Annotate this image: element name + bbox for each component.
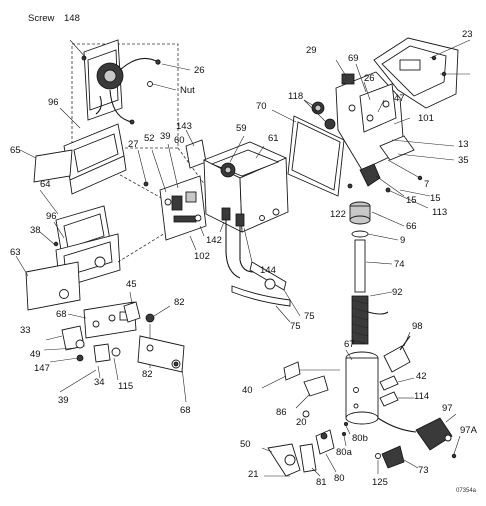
- label-96-mid: 96: [46, 211, 57, 222]
- front-panel: [15, 189, 171, 311]
- label-68-left: 68: [56, 309, 67, 320]
- switch-plate-left: [43, 291, 171, 393]
- relay-card: [185, 129, 207, 169]
- label-125: 125: [372, 477, 388, 488]
- label-33: 33: [20, 325, 31, 336]
- spray-nozzle: [377, 413, 461, 459]
- gasket: [271, 109, 345, 197]
- display-bezel: [19, 107, 127, 195]
- label-115: 115: [118, 381, 134, 392]
- label-63: 63: [10, 247, 21, 258]
- motor-inset: [69, 39, 206, 201]
- label-66: 66: [406, 221, 417, 232]
- label-35: 35: [458, 155, 469, 166]
- control-enclosure: [202, 135, 289, 233]
- label-screw: Screw: [28, 13, 55, 24]
- fittings-80: [315, 421, 351, 473]
- label-42: 42: [416, 371, 427, 382]
- label-52: 52: [144, 133, 155, 144]
- fittings-118: [303, 99, 336, 130]
- label-118: 118: [288, 91, 304, 102]
- label-23: 23: [462, 29, 473, 40]
- label-26-inset: 26: [194, 65, 205, 76]
- label-38: 38: [30, 225, 41, 236]
- label-144: 144: [260, 265, 276, 276]
- cord-grips-and-cables: [219, 207, 301, 323]
- label-60: 60: [174, 135, 185, 146]
- label-26-bracket: 26: [364, 73, 375, 84]
- label-142: 142: [206, 235, 222, 246]
- label-15-upper: 15: [406, 195, 417, 206]
- label-39-bottom: 39: [58, 395, 69, 406]
- trigger-lever: [261, 361, 340, 418]
- label-113: 113: [432, 207, 448, 218]
- label-65: 65: [10, 145, 21, 156]
- label-80: 80: [334, 473, 345, 484]
- label-96-top: 96: [48, 97, 59, 108]
- label-143: 143: [176, 121, 192, 132]
- label-45: 45: [126, 279, 137, 290]
- label-75-lower: 75: [290, 321, 301, 332]
- label-97: 97: [442, 403, 453, 414]
- label-50: 50: [240, 439, 251, 450]
- label-68-right: 68: [180, 405, 191, 416]
- label-81: 81: [316, 477, 327, 488]
- top-bracket: [373, 37, 471, 109]
- label-147: 147: [34, 363, 50, 374]
- label-98: 98: [412, 321, 423, 332]
- label-122: 122: [330, 209, 346, 220]
- label-70: 70: [256, 101, 267, 112]
- circuit-board: [137, 143, 207, 251]
- label-80b: 80b: [352, 433, 368, 444]
- label-101: 101: [418, 113, 434, 124]
- label-80a: 80a: [336, 447, 352, 458]
- label-82-upper: 82: [174, 297, 185, 308]
- label-27: 27: [128, 139, 139, 150]
- label-20: 20: [296, 417, 307, 428]
- label-69: 69: [348, 53, 359, 64]
- label-34: 34: [94, 377, 105, 388]
- label-75-upper: 75: [304, 311, 315, 322]
- label-9: 9: [400, 235, 406, 246]
- label-74: 74: [394, 259, 405, 270]
- label-64: 64: [40, 179, 51, 190]
- label-148: 148: [64, 13, 80, 24]
- label-15-lower: 15: [430, 193, 441, 204]
- label-40: 40: [242, 385, 253, 396]
- label-39: 39: [160, 131, 171, 142]
- label-102: 102: [194, 251, 210, 262]
- label-61: 61: [268, 133, 279, 144]
- figure-reference: 07354a: [456, 488, 477, 494]
- label-49: 49: [30, 349, 41, 360]
- side-fittings: [379, 375, 415, 407]
- label-73: 73: [418, 465, 429, 476]
- pump-column: [345, 201, 405, 425]
- label-7: 7: [424, 179, 430, 190]
- label-nut: Nut: [180, 85, 195, 96]
- label-59: 59: [236, 123, 247, 134]
- label-67: 67: [344, 339, 355, 350]
- spring-clip: [383, 331, 411, 373]
- switch-plate-right: [137, 335, 187, 403]
- tie-bolts: [379, 135, 455, 181]
- label-13: 13: [458, 139, 469, 150]
- label-47: 47: [394, 93, 405, 104]
- label-97a: 97A: [460, 425, 477, 436]
- wing-knob: [347, 163, 431, 209]
- label-86: 86: [276, 407, 287, 418]
- label-29: 29: [306, 45, 317, 56]
- label-92: 92: [392, 287, 403, 298]
- label-21: 21: [248, 469, 259, 480]
- label-82-lower: 82: [142, 369, 153, 380]
- coupling: [375, 445, 419, 474]
- handle-assembly: [261, 443, 321, 477]
- label-114: 114: [414, 391, 430, 402]
